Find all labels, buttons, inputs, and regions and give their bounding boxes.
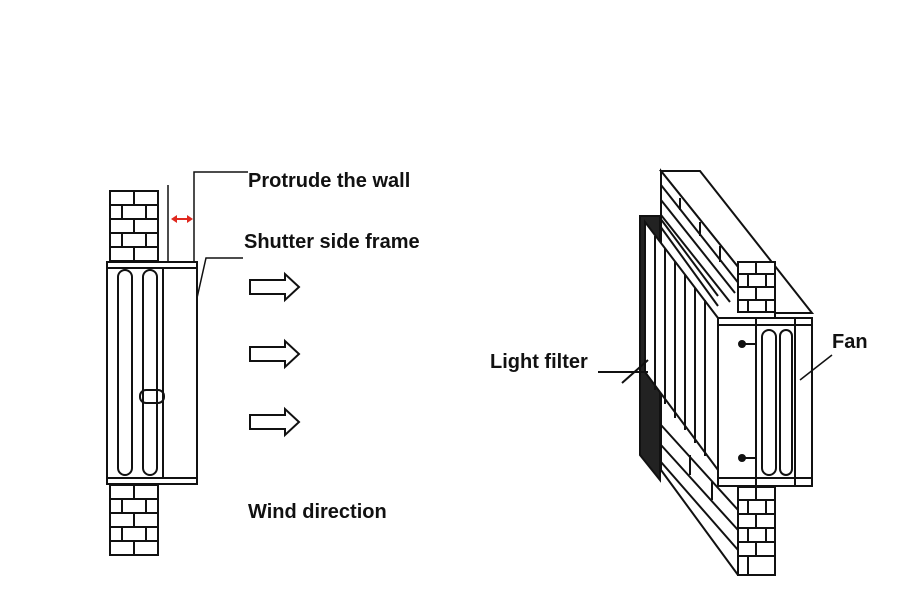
light-filter-panel (639, 215, 719, 483)
fan-panel-section (106, 261, 198, 485)
protrusion-guide-lines (167, 171, 248, 262)
wind-direction-label: Wind direction (248, 501, 387, 523)
upper-wall-bricks (109, 190, 159, 262)
lower-wall-bricks (109, 484, 159, 556)
protrude-label: Protrude the wall (248, 170, 410, 192)
wind-arrow-1 (249, 271, 301, 303)
protrusion-double-arrow (171, 215, 193, 223)
wind-arrow-2 (249, 338, 301, 370)
fan-label: Fan (832, 331, 868, 353)
light-filter-leader-line-2 (621, 359, 649, 384)
side-section-view (106, 171, 301, 556)
wind-arrows (249, 271, 301, 438)
shutter-frame-label: Shutter side frame (244, 231, 420, 253)
light-filter-label: Light filter (490, 351, 588, 373)
shutter-frame-leader-line (196, 257, 243, 299)
fan-leader-line (799, 354, 833, 381)
wind-arrow-3 (249, 406, 301, 438)
perspective-view (598, 168, 833, 576)
fan-housing (717, 317, 813, 487)
